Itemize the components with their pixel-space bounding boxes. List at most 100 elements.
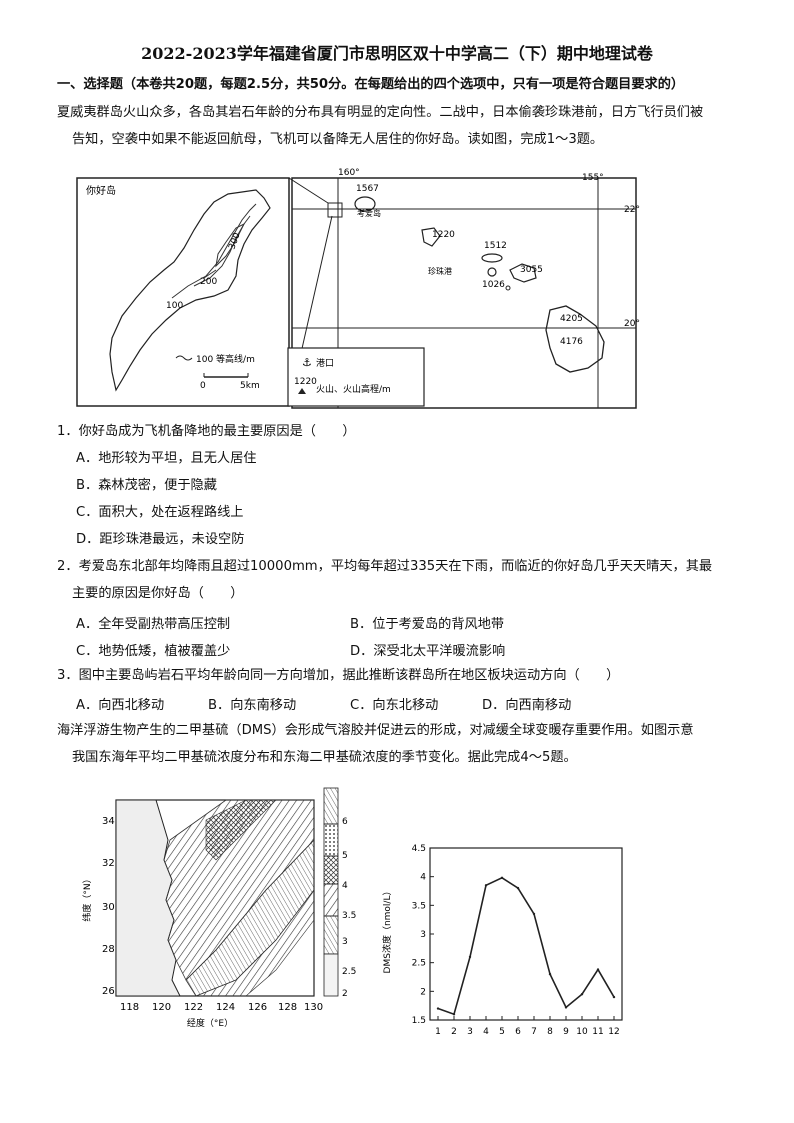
niihau-box (327, 202, 343, 218)
y-tick-label: 4.5 (412, 844, 426, 854)
y-tick-label: 3 (420, 930, 426, 940)
lat-tick-34: 34 (102, 816, 115, 827)
contour-label-100: 100 (166, 301, 183, 311)
q3-option-a[interactable]: A．向西北移动 (76, 698, 165, 713)
legend-tick-2.5: 2.5 (342, 967, 356, 977)
map2-lon-ticks: 118 120 122 124 126 128 130 (120, 1002, 323, 1013)
q2-option-a[interactable]: A．全年受副热带高压控制 (76, 617, 231, 632)
intro1-line1: 夏威夷群岛火山众多，各岛其岩石年龄的分布具有明显的定向性。二战中，日本偷袭珍珠港… (57, 105, 704, 120)
data-point (580, 993, 584, 996)
x-tick-label: 8 (547, 1027, 553, 1037)
dms-zone-peak (205, 799, 277, 861)
contour-legend-label: 100 等高线/m (196, 353, 255, 365)
dms-zone-high (163, 799, 315, 981)
legend-tick-4: 4 (342, 881, 348, 891)
data-point (516, 886, 520, 890)
map-legend (287, 347, 425, 407)
lat-tick-26: 26 (102, 986, 115, 997)
oahu-island (421, 227, 441, 247)
dms-zone-low (195, 889, 315, 997)
lon-tick-118: 118 (120, 1002, 139, 1013)
legend-tick-2: 2 (342, 989, 348, 999)
x-tick-label: 6 (515, 1027, 521, 1037)
x-tick-label: 3 (467, 1027, 473, 1037)
hawaii-height-2: 4176 (560, 337, 583, 347)
x-tick-label: 1 (435, 1027, 441, 1037)
x-tick-label: 5 (499, 1027, 505, 1037)
intro2-line2: 我国东海年平均二甲基硫浓度分布和东海二甲基硫浓度的季节变化。据此完成4～5题。 (72, 750, 577, 765)
lon-155-label: 155° (582, 173, 604, 183)
q2-option-c[interactable]: C．地势低矮，植被覆盖少 (76, 644, 231, 659)
data-point (564, 1006, 568, 1009)
x-tick-label: 9 (563, 1027, 569, 1037)
harbor-name: 珍珠港 (428, 266, 452, 276)
kauai-height: 1567 (356, 184, 379, 194)
contour-label-300: 300 (227, 231, 242, 251)
y-tick-label: 3.5 (412, 901, 426, 911)
legend-port-label: 港口 (316, 357, 334, 369)
maui-height: 3055 (520, 265, 543, 275)
x-tick-label: 7 (531, 1027, 537, 1037)
q2-option-d[interactable]: D．深受北太平洋暖流影响 (350, 644, 506, 659)
x-tick-label: 4 (483, 1027, 489, 1037)
intro2-line1: 海洋浮游生物产生的二甲基硫（DMS）会形成气溶胶并促进云的形成，对减缓全球变暖存… (57, 723, 694, 738)
q1-option-b[interactable]: B．森林茂密，便于隐藏 (76, 478, 217, 493)
volcano-icon (298, 388, 306, 394)
section-heading: 一、选择题（本卷共20题，每题2.5分，共50分。在每题给出的四个选项中，只有一… (57, 77, 685, 92)
legend-volcano-number: 1220 (294, 377, 317, 387)
intro1-line2: 告知，空袭中如果不能返回航母，飞机可以备降无人居住的你好岛。读如图，完成1～3题… (72, 132, 604, 147)
q1-option-a[interactable]: A．地形较为平坦，且无人居住 (76, 451, 257, 466)
lon-tick-126: 126 (248, 1002, 267, 1013)
molokai-island (481, 253, 503, 263)
y-tick-label: 2 (420, 987, 426, 997)
lanai-island (487, 267, 497, 277)
q3-option-b[interactable]: B．向东南移动 (208, 698, 297, 713)
map2-ylabel: 纬度（°N） (81, 874, 93, 921)
y-tick-label: 1.5 (412, 1016, 426, 1026)
anchor-icon: ⚓ (302, 356, 312, 369)
contour-legend-symbol (175, 355, 193, 361)
data-point (596, 968, 600, 971)
legend-tick-6: 6 (342, 817, 348, 827)
contour-300 (215, 222, 246, 268)
data-point (548, 972, 552, 976)
legend-tick-3.5: 3.5 (342, 911, 356, 921)
data-point (468, 955, 472, 959)
legend-tick-5: 5 (342, 851, 348, 861)
kauai-name: 考爱岛 (357, 208, 381, 218)
lon-tick-122: 122 (184, 1002, 203, 1013)
island-outline (109, 189, 271, 392)
molokai-height: 1512 (484, 241, 507, 251)
scale-km: 5km (240, 381, 260, 391)
lon-160-label: 160° (338, 168, 360, 178)
q2-stem-line2: 主要的原因是你好岛（ ） (72, 586, 244, 601)
oahu-height: 1220 (432, 230, 455, 240)
q3-stem: 3．图中主要岛屿岩石平均年龄向同一方向增加，据此推断该群岛所在地区板块运动方向（… (57, 668, 620, 683)
lon-tick-120: 120 (152, 1002, 171, 1013)
x-tick-label: 2 (451, 1027, 457, 1037)
x-tick-label: 12 (608, 1027, 619, 1037)
legend-tick-3: 3 (342, 937, 348, 947)
data-point (500, 876, 504, 880)
lat-tick-32: 32 (102, 858, 115, 869)
hawaii-island (545, 305, 605, 373)
lon-tick-130: 130 (304, 1002, 323, 1013)
page-title: 2022-2023学年福建省厦门市思明区双十中学高二（下）期中地理试卷 (141, 44, 653, 63)
maui-island (509, 263, 537, 283)
y-tick-label: 4 (420, 873, 426, 883)
q1-option-d[interactable]: D．距珍珠港最远，未设空防 (76, 532, 245, 547)
y-tick-label: 2.5 (412, 959, 426, 969)
q3-option-d[interactable]: D．向西南移动 (482, 698, 572, 713)
hawaii-map-figure: 你好岛 200 100 300 100 等高线/m 0 5km 160° 155… (76, 168, 640, 409)
legend-volcano-label: 火山、火山高程/m (316, 383, 391, 395)
lat-22-label: 22° (624, 205, 640, 215)
x-tick-label: 11 (592, 1027, 603, 1037)
chart-ylabel: DMS浓度（nmol/L） (381, 887, 393, 974)
map2-xlabel: 经度（°E） (187, 1017, 233, 1029)
q1-option-c[interactable]: C．面积大，处在返程路线上 (76, 505, 244, 520)
q3-option-c[interactable]: C．向东北移动 (350, 698, 439, 713)
data-point (436, 1007, 440, 1010)
data-point (484, 884, 488, 887)
q2-option-b[interactable]: B．位于考爱岛的背风地带 (350, 617, 505, 632)
